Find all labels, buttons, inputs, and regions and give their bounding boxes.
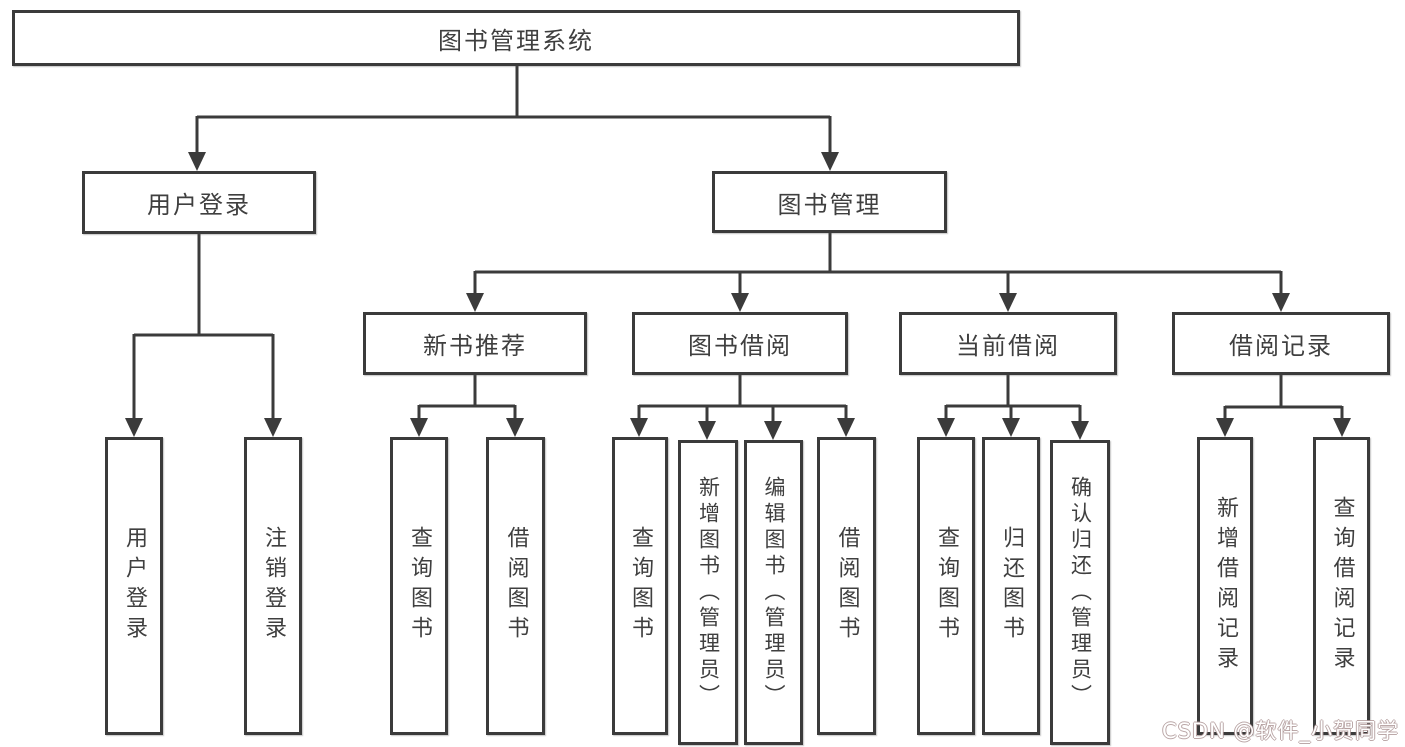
- node-book-management: 图书管理: [712, 171, 947, 233]
- node-user-login-label: 用户登录: [147, 191, 251, 219]
- node-library-system-label: 图书管理系统: [438, 26, 594, 55]
- leaf-add-books-admin: 新增图书（管理员）: [678, 440, 738, 745]
- leaf-user-login: 用户登录: [105, 437, 163, 735]
- node-book-management-label: 图书管理: [777, 190, 882, 219]
- node-current-borrowing-label: 当前借阅: [956, 332, 1060, 360]
- leaf-query-books-current: 查询图书: [917, 437, 975, 735]
- leaf-add-borrow-record: 新增借阅记录: [1197, 437, 1253, 735]
- node-current-borrowing: 当前借阅: [899, 312, 1117, 375]
- node-user-login: 用户登录: [82, 171, 316, 234]
- csdn-watermark: CSDN @软件_小贺同学: [1161, 719, 1399, 743]
- node-new-book-recommend-label: 新书推荐: [423, 332, 527, 360]
- leaf-logout: 注销登录: [244, 437, 302, 735]
- leaf-borrow-books: 借阅图书: [817, 437, 876, 735]
- leaf-edit-books-admin: 编辑图书（管理员）: [744, 440, 803, 745]
- leaf-query-borrow-record: 查询借阅记录: [1313, 437, 1370, 735]
- leaf-borrow-books-recommend: 借阅图书: [486, 437, 545, 735]
- leaf-confirm-return-admin: 确认归还（管理员）: [1050, 440, 1110, 745]
- node-new-book-recommend: 新书推荐: [363, 312, 587, 375]
- node-book-borrowing: 图书借阅: [632, 312, 848, 375]
- node-library-system: 图书管理系统: [12, 10, 1020, 66]
- node-borrow-records: 借阅记录: [1172, 312, 1390, 375]
- node-book-borrowing-label: 图书借阅: [688, 332, 792, 360]
- leaf-query-books-recommend: 查询图书: [390, 437, 448, 735]
- arrowhead-icons: [125, 152, 1351, 440]
- node-borrow-records-label: 借阅记录: [1229, 332, 1333, 360]
- leaf-return-books: 归还图书: [982, 437, 1040, 735]
- leaf-query-books-borrowing: 查询图书: [612, 437, 668, 735]
